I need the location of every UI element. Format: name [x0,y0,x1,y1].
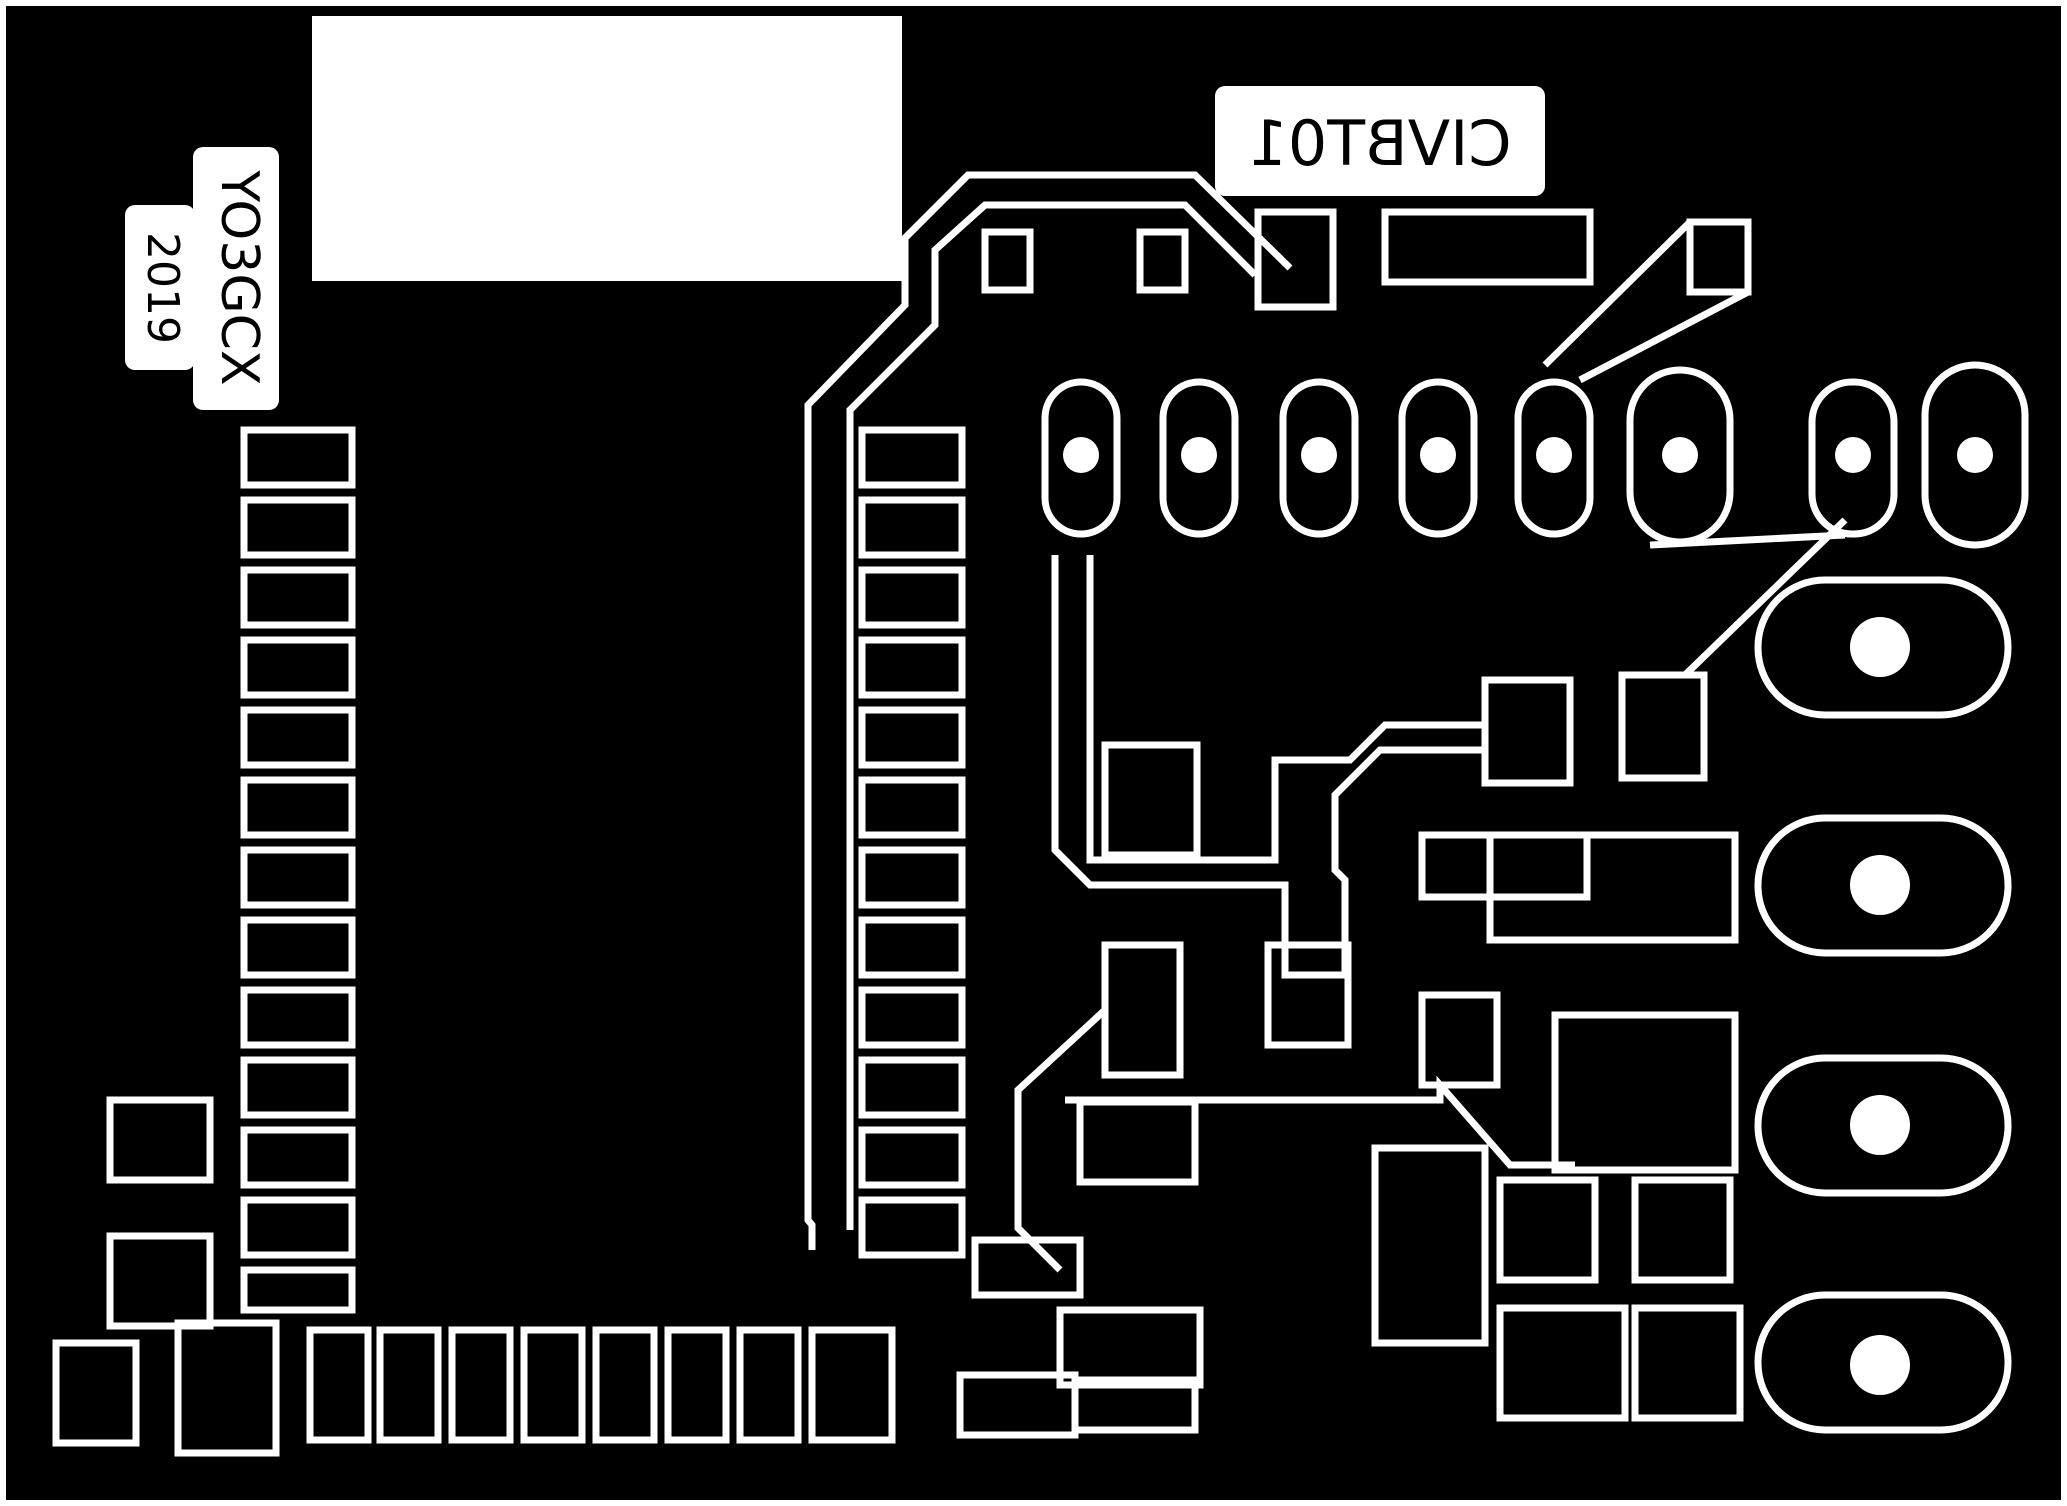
board-id-label: CIVBT01 [1248,107,1511,180]
smd-pad-center-1 [1101,741,1201,859]
chip-name-label: YO3GCX [209,169,269,385]
smd-pad-top-1 [981,228,1034,294]
smd-pad-center-2 [1481,676,1574,787]
smd-pad-center-3 [1618,671,1708,782]
power-terminal-pad-3 [1754,1054,2012,1197]
trace-lower-bus [1065,1075,1575,1169]
smd-pad-left-a [106,1096,214,1184]
date-code-plate [125,205,195,370]
smd-pad-top-3 [1254,208,1337,311]
smd-pad-bottom-1 [971,1236,1084,1299]
smd-pad-lower-6 [1496,1176,1599,1284]
board-id-plate [1215,86,1545,196]
chip-name-plate [193,147,279,410]
smd-pad-bottom-2 [1056,1306,1204,1389]
date-code-label: 2019 [137,232,188,344]
smd-pad-lower-7 [1631,1176,1734,1284]
trace-module-to-header [804,171,1293,1250]
trace-diagonal-b [1578,288,1750,384]
smd-pad-top-2 [1136,228,1189,294]
terminal-drill-hole-2 [1850,855,1910,915]
smd-pad-lower-4 [1551,1011,1739,1174]
module-bottom-pin-row [52,1319,896,1457]
smd-pad-lower-2 [1264,941,1352,1049]
power-terminal-pad-4 [1754,1291,2012,1434]
smd-pad-lower-5 [1076,1098,1199,1186]
smd-pad-bottom-right-1 [1496,1304,1629,1422]
smd-pad-lower-3 [1418,991,1501,1089]
power-terminal-pad-1 [1754,576,2012,719]
smd-pad-bottom-right-2 [1631,1304,1744,1422]
trace-center-inner [1086,555,1485,864]
large-pad-lower [1371,1144,1489,1347]
trace-inner-return [846,201,1258,1230]
trace-diagonal-c [1649,531,1846,549]
trace-center-loop [1051,555,1489,979]
smd-pad-left-b [106,1232,214,1330]
smd-pad-top-5 [1686,218,1752,296]
trace-diagonal-d [1682,517,1848,678]
smd-pad-bottom-4 [1071,1376,1199,1434]
trace-diagonal-a [1542,219,1693,368]
module-right-pin-column [858,426,966,1259]
smd-pad-center-5 [1486,831,1739,944]
module-keepout-area [312,16,902,281]
terminal-drill-hole-3 [1850,1095,1910,1155]
smd-pad-top-4 [1381,208,1594,286]
header-drill-holes [1063,437,1993,473]
terminal-drill-hole-1 [1850,617,1910,677]
power-terminal-pad-2 [1754,814,2012,957]
terminal-drill-hole-4 [1850,1335,1910,1395]
module-left-pin-column [240,426,356,1314]
